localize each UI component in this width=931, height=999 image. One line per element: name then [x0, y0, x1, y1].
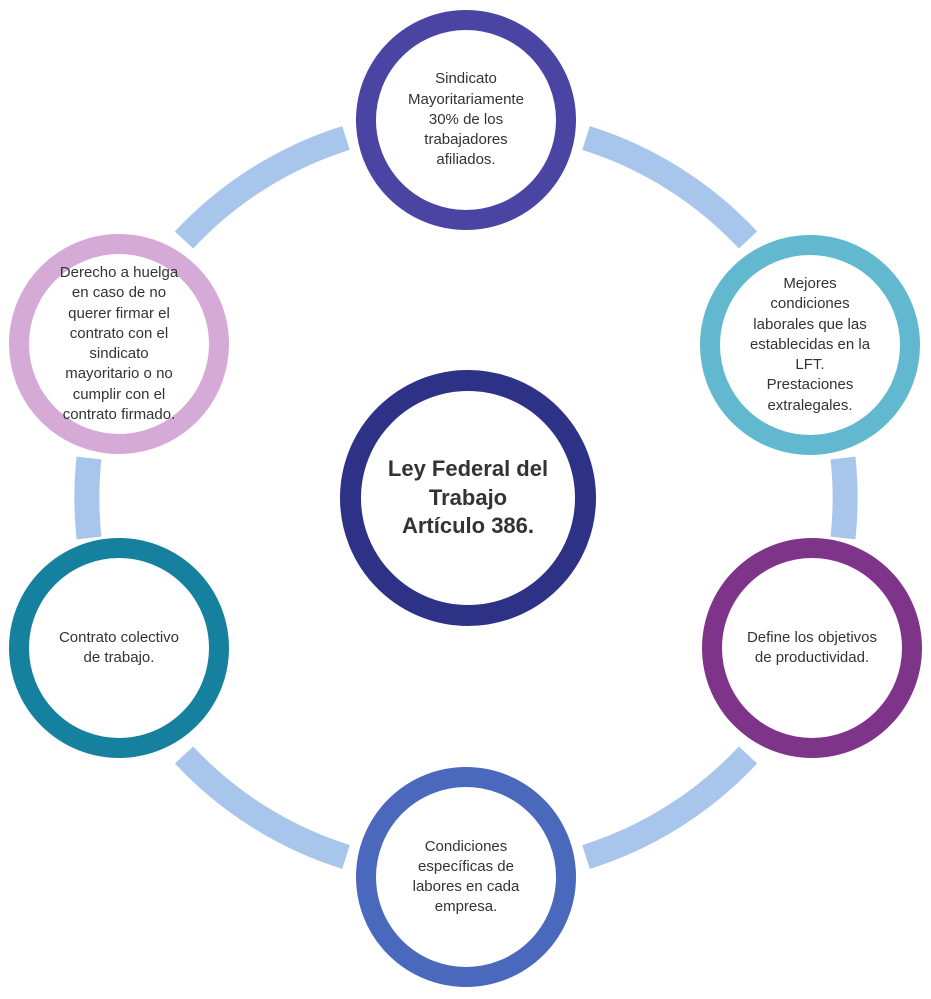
- node-upper-right: Mejores condiciones laborales que las es…: [700, 235, 920, 455]
- node-bottom-label: Condiciones específicas de labores en ca…: [412, 837, 520, 916]
- node-upper-right-label: Mejores condiciones laborales que las es…: [749, 275, 871, 414]
- node-lower-left-label: Contrato colectivo de trabajo.: [58, 628, 180, 666]
- connector-upper-left-to-top: [174, 126, 350, 249]
- center-node-label: Ley Federal del Trabajo Artículo 386.: [387, 456, 549, 539]
- connector-lower-left-to-upper-left: [74, 456, 102, 540]
- node-bottom: Condiciones específicas de labores en ca…: [356, 767, 576, 987]
- center-node: Ley Federal del Trabajo Artículo 386.: [340, 370, 596, 626]
- node-lower-right: Define los objetivos de productividad.: [702, 538, 922, 758]
- node-top-label: Sindicato Mayoritariamente 30% de los tr…: [408, 70, 524, 169]
- node-top: Sindicato Mayoritariamente 30% de los tr…: [356, 10, 576, 230]
- node-lower-left: Contrato colectivo de trabajo.: [9, 538, 229, 758]
- node-upper-left-label: Derecho a huelga en caso de no querer fi…: [59, 264, 179, 423]
- connector-upper-right-to-lower-right: [830, 456, 858, 540]
- connector-bottom-to-lower-left: [174, 746, 350, 869]
- node-lower-right-label: Define los objetivos de productividad.: [746, 628, 878, 666]
- node-upper-left: Derecho a huelga en caso de no querer fi…: [9, 234, 229, 454]
- connector-lower-right-to-bottom: [582, 746, 758, 869]
- connector-top-to-upper-right: [582, 126, 758, 249]
